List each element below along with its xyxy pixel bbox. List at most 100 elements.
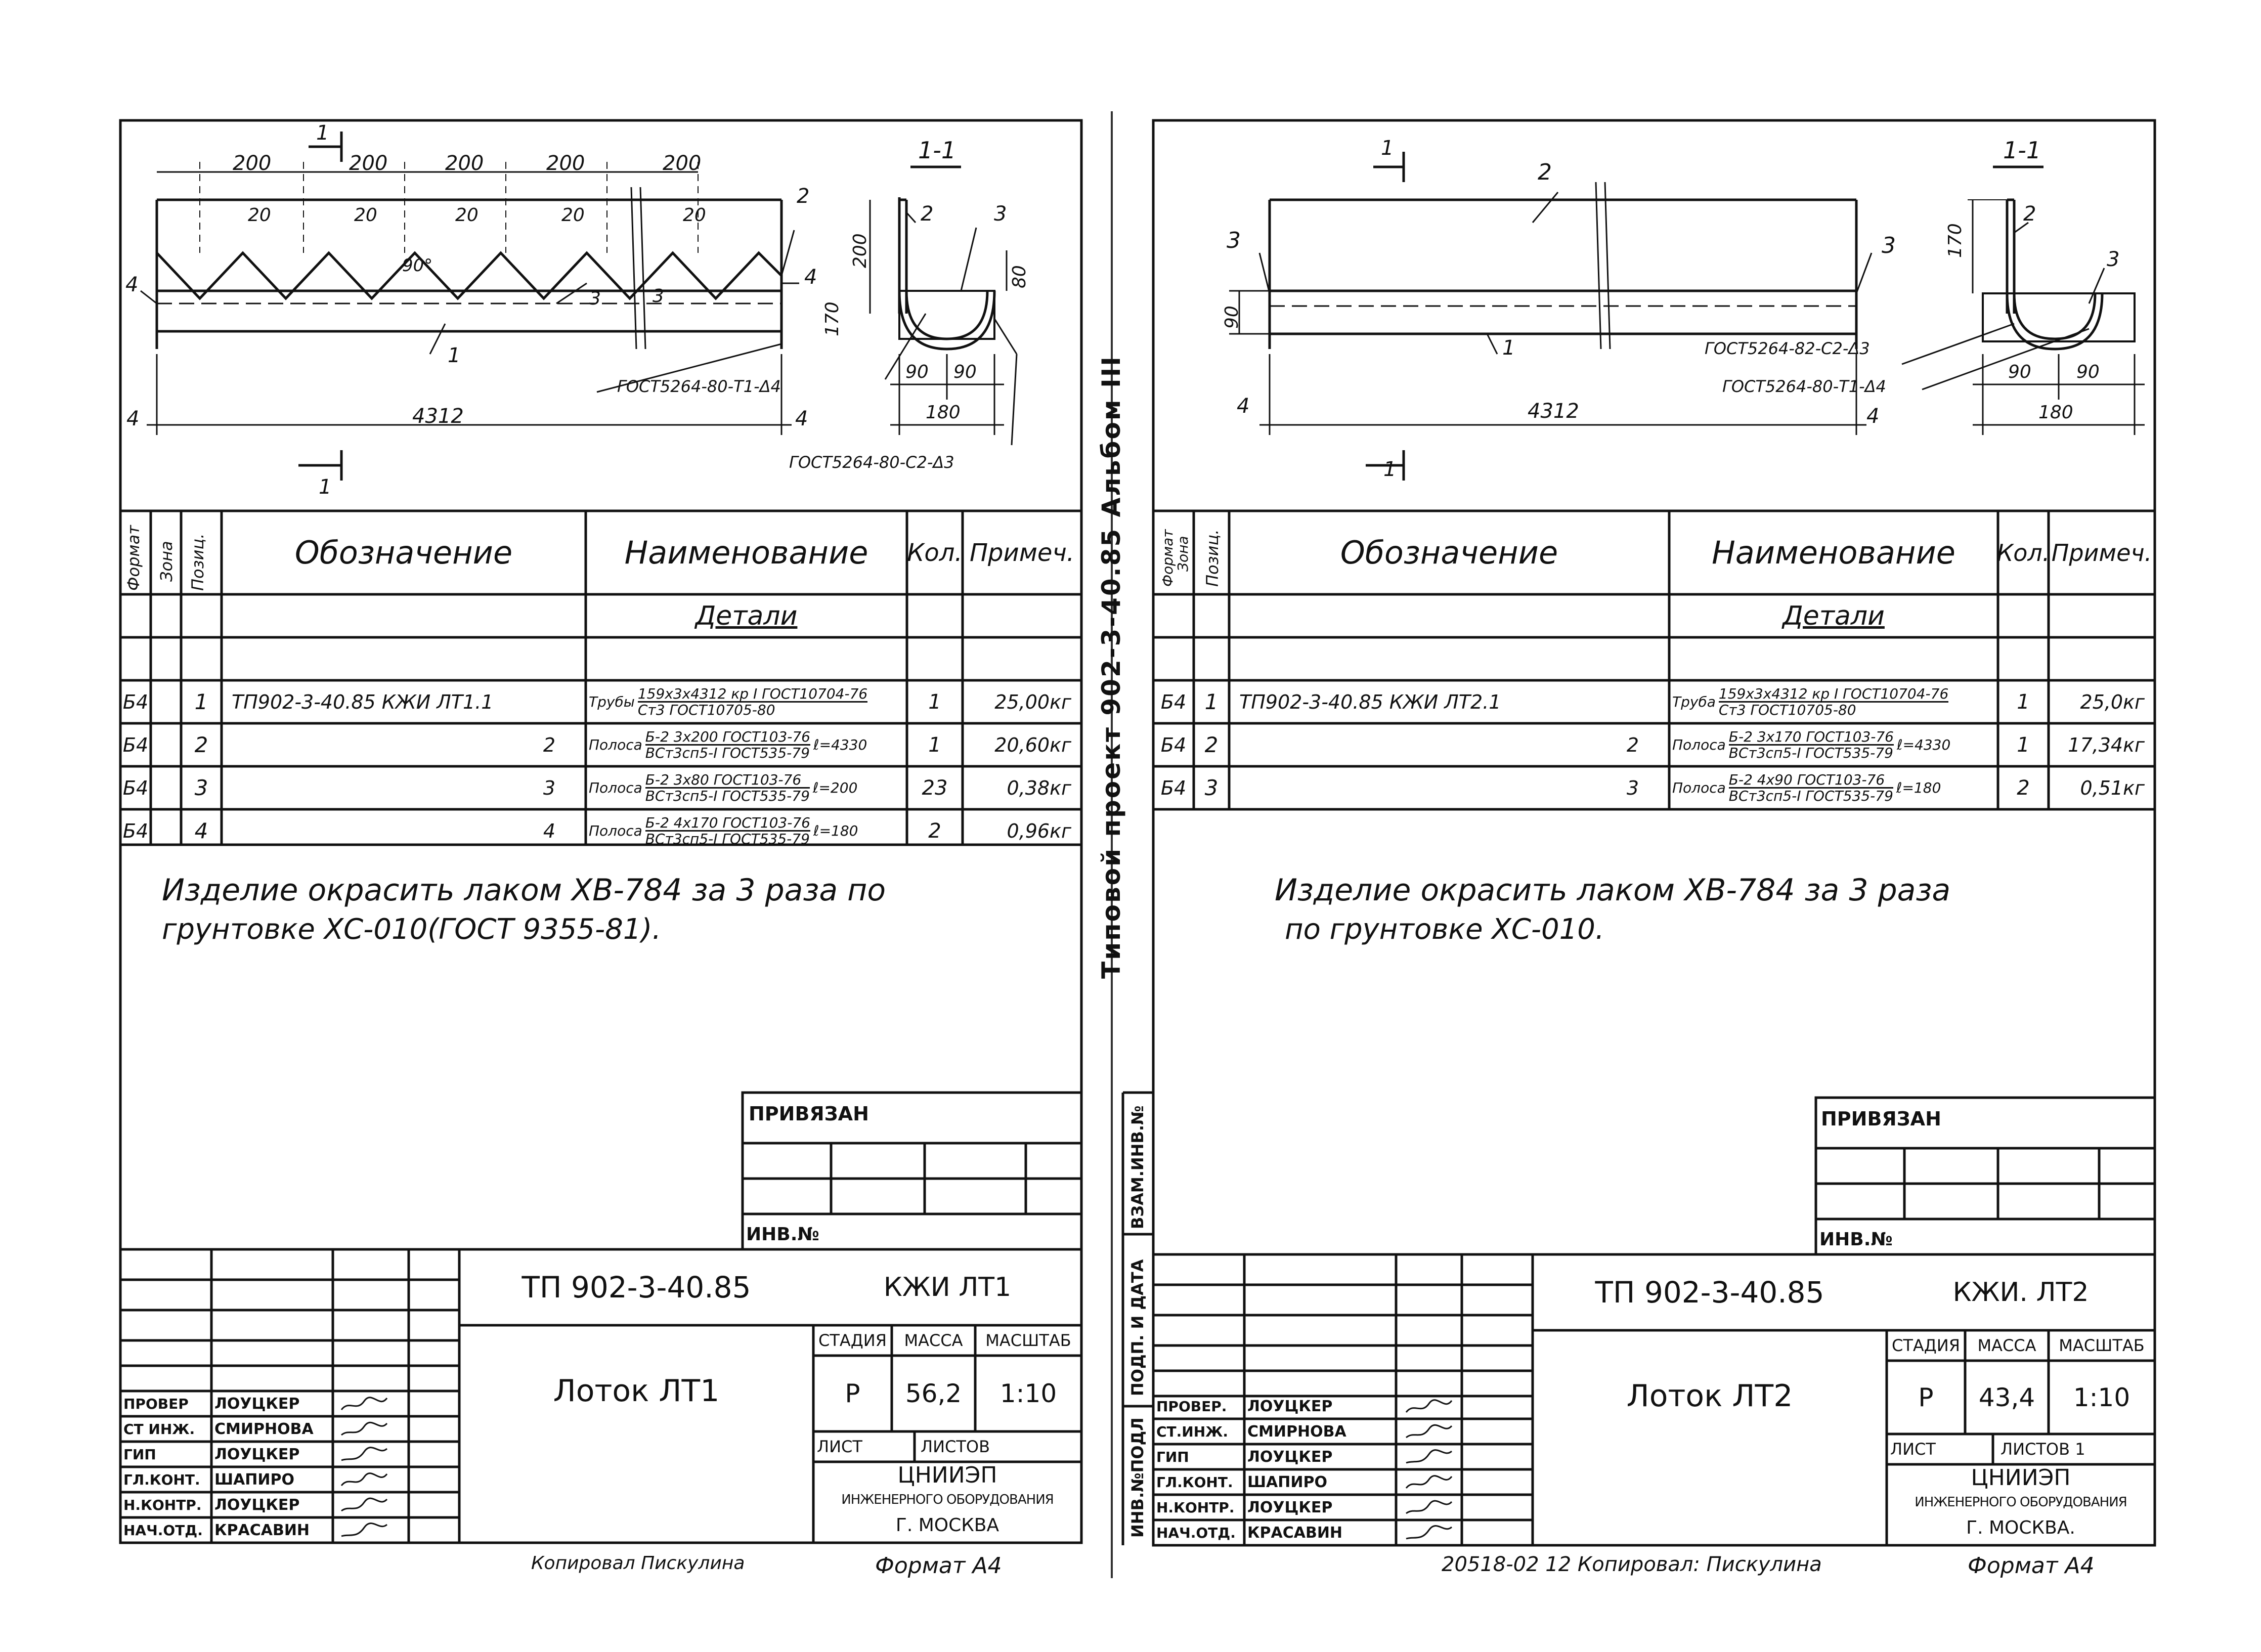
spec-quantity: 1 — [2017, 690, 2030, 714]
sec-dim-80: 80 — [1009, 265, 1030, 288]
spec-name-material: ВСт3сп5-I ГОСТ535-79 — [1728, 745, 1893, 761]
spec-name-length: ℓ=200 — [812, 779, 858, 796]
mass-value: 56,2 — [905, 1379, 962, 1408]
spec-note-mass: 0,38кг — [1007, 776, 1071, 799]
spec-name-kind: Полоса — [589, 736, 642, 753]
signatory-role: НАЧ.ОТД. — [123, 1521, 203, 1539]
dim-200-3: 200 — [445, 152, 484, 175]
spec-designation: 2 — [543, 733, 555, 756]
section-mark-top: 1 — [316, 121, 329, 145]
callout-4-left: 4 — [125, 273, 139, 296]
sec-dim-180: 180 — [926, 402, 961, 423]
callout-2: 2 — [797, 185, 810, 208]
hdr-designation: Обозначение — [294, 534, 513, 571]
handwritten-signature — [341, 1497, 388, 1512]
strip-vzam-inv: ВЗАМ.ИНВ.№ — [1128, 1105, 1147, 1230]
stage-header: СТАДИЯ — [1892, 1336, 1960, 1355]
hdr-format: Формат — [1159, 529, 1176, 587]
mass-value: 43,4 — [1978, 1382, 2035, 1412]
product-name: Лоток ЛТ1 — [553, 1373, 720, 1409]
dim-end-right: 4 — [795, 407, 808, 430]
product-name: Лоток ЛТ2 — [1626, 1378, 1793, 1414]
signatory-name: СМИРНОВА — [214, 1420, 314, 1438]
spec-name-profile: Б-2 3х80 ГОСТ103-76 — [645, 772, 810, 789]
signatory-name: ШАПИРО — [214, 1470, 294, 1489]
doc-code: КЖИ. ЛТ2 — [1952, 1277, 2089, 1308]
spec-name-material: Ст3 ГОСТ10705-80 — [637, 702, 775, 718]
spec-note-mass: 25,0кг — [2080, 690, 2145, 713]
sec-dim-3: 3 — [994, 202, 1007, 226]
dim-length: 4312 — [1528, 400, 1579, 423]
signatory-role: ПРОВЕР. — [1156, 1398, 1227, 1415]
sec-dim-90b: 90 — [2076, 362, 2100, 382]
paint-note-line2: по грунтовке ХС-010. — [1285, 913, 1604, 946]
hdr-designation: Обозначение — [1340, 534, 1558, 571]
sheet-header: ЛИСТ — [817, 1437, 862, 1456]
spec-position: 2 — [1204, 732, 1219, 757]
signatory-role: Н.КОНТР. — [1156, 1499, 1235, 1516]
section-mark-bottom: 1 — [319, 475, 332, 499]
sec-dim-180: 180 — [2038, 402, 2073, 423]
dim-angle: 90° — [402, 255, 433, 276]
handwritten-signature — [1405, 1399, 1453, 1413]
spec-format: Б4 — [1160, 733, 1187, 756]
callout-1: 1 — [448, 344, 461, 367]
signatory-role: ГИП — [123, 1446, 156, 1463]
spec-name-kind: Полоса — [1672, 779, 1726, 796]
weld-gost-2: ГОСТ5264-80-С2-Δ3 — [789, 453, 954, 472]
handwritten-signature — [341, 1523, 388, 1537]
doc-number: ТП 902-3-40.85 — [1595, 1275, 1824, 1310]
spec-quantity: 1 — [2017, 733, 2030, 757]
weld-gost-1: ГОСТ5264-80-Т1-Δ4 — [617, 377, 781, 396]
paint-note-line2: грунтовке ХС-010(ГОСТ 9355-81). — [162, 913, 662, 946]
dim-20-1: 20 — [248, 205, 271, 226]
spec-format: Б4 — [1160, 690, 1187, 713]
inv-number-label: ИНВ.№ — [1819, 1229, 1893, 1250]
privyazan-label: ПРИВЯЗАН — [1821, 1108, 1941, 1130]
stage-value: Р — [845, 1379, 860, 1408]
spec-name-material: ВСт3сп5-I ГОСТ535-79 — [645, 788, 810, 804]
stage-header: СТАДИЯ — [818, 1331, 887, 1350]
spec-position: 1 — [1204, 689, 1219, 714]
signatory-name: ЛОУЦКЕР — [214, 1445, 300, 1463]
spec-name-kind: Трубы — [589, 693, 635, 710]
weld-gost-2: ГОСТ5264-80-Т1-Δ4 — [1722, 377, 1886, 396]
dim-200-5: 200 — [663, 152, 702, 175]
dim-200-4: 200 — [546, 152, 585, 175]
spec-position: 3 — [1204, 775, 1219, 800]
section-mark-top: 1 — [1381, 137, 1394, 160]
spec-format: Б4 — [1160, 776, 1187, 799]
dim-end-left: 4 — [1237, 395, 1250, 418]
stage-value: Р — [1918, 1382, 1934, 1412]
sec-dim-2: 2 — [2023, 202, 2036, 226]
spec-name-kind: Полоса — [589, 822, 642, 839]
sec-dim-170: 170 — [822, 301, 843, 336]
spec-section-details: Детали — [695, 600, 798, 631]
drawing-lt2-lines — [1121, 119, 2156, 1547]
sheet-header: ЛИСТ — [1890, 1440, 1936, 1459]
sheet-divider — [1111, 111, 1113, 1578]
scale-header: МАСШТАБ — [985, 1331, 1071, 1350]
spec-position: 1 — [194, 689, 208, 714]
inv-number-label: ИНВ.№ — [746, 1224, 819, 1245]
spec-designation: ТП902-3-40.85 КЖИ ЛТ2.1 — [1239, 690, 1501, 713]
signatory-name: СМИРНОВА — [1247, 1422, 1346, 1441]
hdr-pos: Позиц. — [188, 533, 207, 591]
album-strip-text: Типовой проект 902-3-40.85 Альбом III — [1097, 355, 1126, 979]
strip-inv-podl: ИНВ.№ПОДЛ — [1128, 1417, 1147, 1538]
spec-format: Б4 — [122, 776, 149, 799]
spec-format: Б4 — [122, 690, 149, 713]
sec-dim-3: 3 — [2107, 248, 2120, 271]
dim-90-end: 90 — [1222, 306, 1242, 329]
spec-designation: 3 — [543, 776, 555, 799]
org-name: ЦНИИЭП — [897, 1462, 997, 1488]
spec-note-mass: 25,00кг — [994, 690, 1071, 713]
spec-quantity: 2 — [2017, 776, 2030, 800]
signatory-role: ГЛ.КОНТ. — [123, 1471, 200, 1488]
spec-quantity: 23 — [922, 776, 948, 800]
